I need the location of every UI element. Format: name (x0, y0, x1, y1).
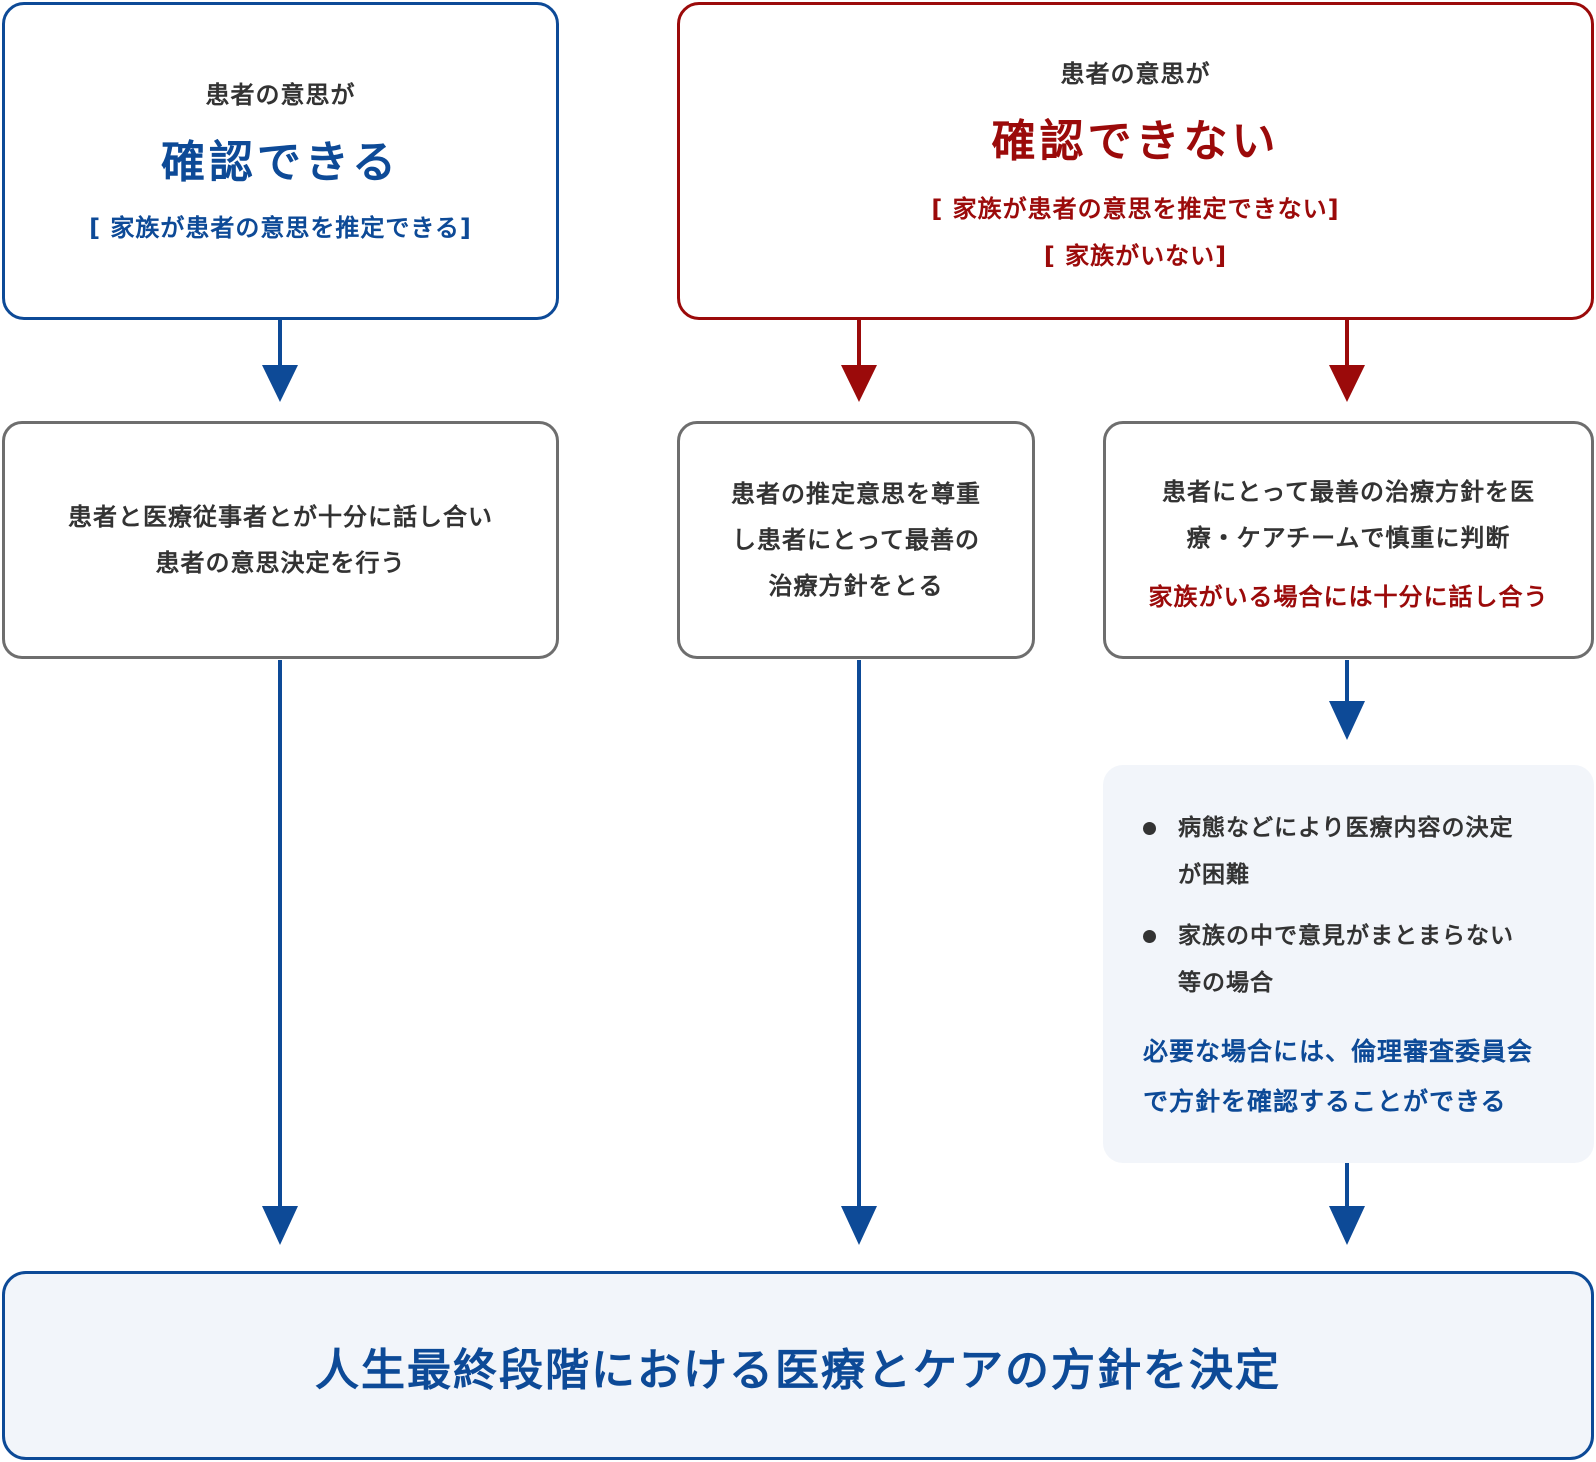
arrow-head-right-top-b (841, 365, 877, 402)
bullet-2-line2: 等の場合 (1178, 970, 1274, 996)
ethics-committee-line2: で方針を確認することができる (1143, 1087, 1507, 1116)
box-c-family-note: 家族がいる場合には十分に話し合う (1148, 582, 1549, 611)
intent-label: 患者の意思が (1060, 59, 1211, 88)
bullet-2-line1: 家族の中で意見がまとまらない (1178, 923, 1514, 949)
box-b-line2: し患者にとって最善の (731, 526, 981, 554)
confirmable-heading: 確認できる (160, 137, 401, 188)
intent-confirmable-box: 患者の意思が 確認できる [ 家族が患者の意思を推定できる] (2, 2, 559, 320)
arrow-head-note-final (1329, 1206, 1365, 1245)
arrow-head-right-top-c (1329, 365, 1365, 402)
not-confirmable-heading: 確認できない (991, 115, 1280, 167)
not-confirmable-subtext: [ 家族が患者の意思を推定できない] (931, 194, 1340, 223)
box-b-line3: 治療方針をとる (768, 572, 944, 600)
presumed-intent-box: 患者の推定意思を尊重 し患者にとって最善の 治療方針をとる (677, 421, 1035, 659)
box-c-line1: 患者にとって最善の治療方針を医 (1161, 477, 1536, 506)
box-a-line1: 患者と医療従事者とが十分に話し合い (68, 503, 493, 531)
final-decision-text: 人生最終段階における医療とケアの方針を決定 (315, 1344, 1281, 1396)
arrow-head-left-top (262, 365, 298, 402)
arrow-head-c-note (1329, 701, 1365, 740)
bullet-1-line2: が困難 (1178, 862, 1250, 888)
difficult-cases-note: 病態などにより医療内容の決定 が困難 家族の中で意見がまとまらない 等の場合 必… (1103, 765, 1594, 1163)
final-decision-box: 人生最終段階における医療とケアの方針を決定 (2, 1271, 1594, 1460)
ethics-committee-line1: 必要な場合には、倫理審査委員会 (1143, 1037, 1534, 1066)
discussion-decision-box: 患者と医療従事者とが十分に話し合い 患者の意思決定を行う (2, 421, 559, 659)
bullet-dot-icon (1143, 930, 1156, 943)
bullet-1-line1: 病態などにより医療内容の決定 (1178, 815, 1514, 841)
bullet-dot-icon (1143, 822, 1156, 835)
no-family-subtext: [ 家族がいない] (1043, 241, 1228, 270)
box-c-line2: 療・ケアチームで慎重に判断 (1186, 523, 1511, 552)
care-team-judgement-box: 患者にとって最善の治療方針を医 療・ケアチームで慎重に判断 家族がいる場合には十… (1103, 421, 1594, 659)
arrow-head-b-final (841, 1206, 877, 1245)
intent-not-confirmable-box: 患者の意思が 確認できない [ 家族が患者の意思を推定できない] [ 家族がいな… (677, 2, 1594, 320)
arrow-head-a-final (262, 1206, 298, 1245)
confirmable-subtext: [ 家族が患者の意思を推定できる] (89, 214, 472, 242)
box-a-line2: 患者の意思決定を行う (155, 549, 406, 577)
bullet-item: 病態などにより医療内容の決定 が困難 (1143, 805, 1594, 899)
bullet-item: 家族の中で意見がまとまらない 等の場合 (1143, 913, 1594, 1007)
intent-label: 患者の意思が (205, 81, 356, 109)
box-b-line1: 患者の推定意思を尊重 (731, 480, 981, 508)
